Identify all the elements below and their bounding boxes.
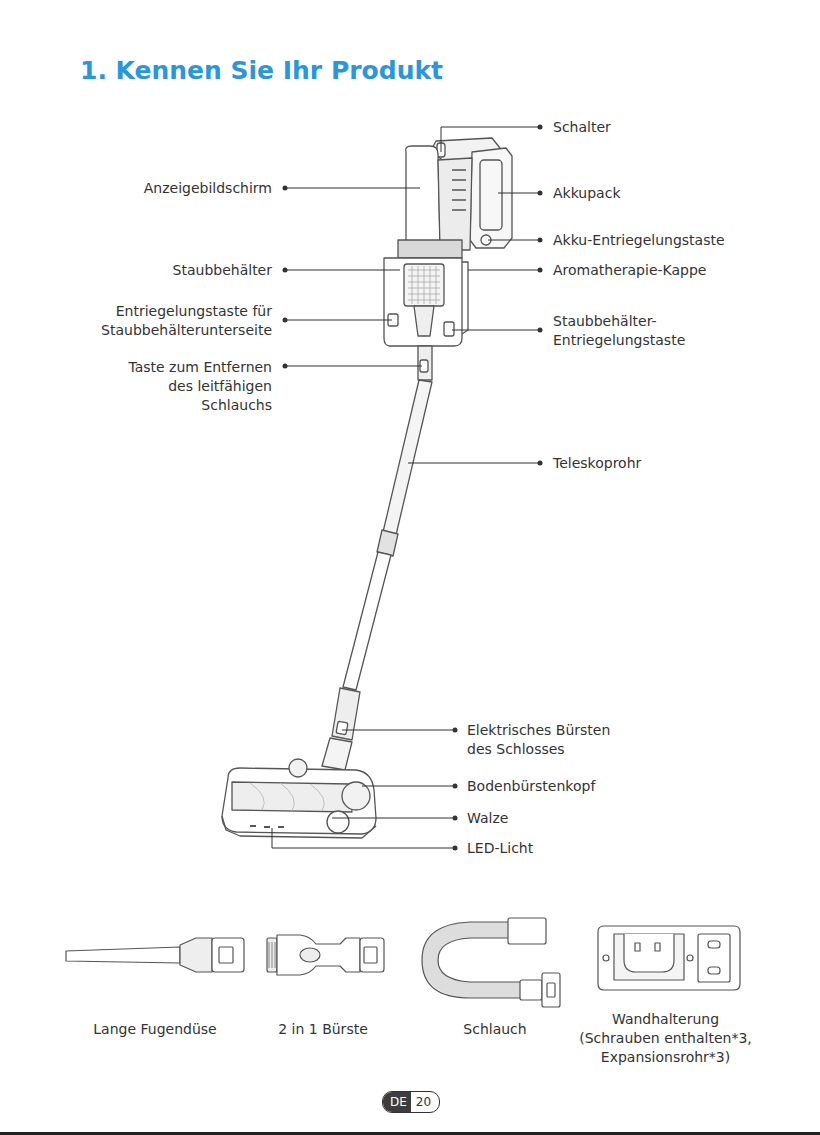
roller [232, 782, 352, 812]
bin-filter [404, 264, 444, 306]
part-label: Staubbehälter- Entriegelungstaste [553, 312, 718, 350]
brush-front [222, 816, 376, 838]
accessory-caption: 2 in 1 Bürste [223, 1020, 423, 1039]
part-label: Elektrisches Bürsten des Schlosses [467, 721, 627, 759]
page-number-badge: DE20 [382, 1091, 440, 1113]
part-label: Bodenbürstenkopf [467, 777, 727, 796]
upper-tube [383, 380, 432, 535]
lower-tube [343, 552, 391, 690]
crevice-tool [66, 938, 244, 972]
page-number: 20 [411, 1092, 439, 1112]
bin-release-button [444, 322, 454, 336]
brush-tool [267, 935, 384, 975]
part-label: Staubbehälter [100, 261, 272, 280]
accessory-caption: Schlauch [395, 1020, 595, 1039]
leader-lines [272, 127, 540, 848]
part-label: Akkupack [553, 184, 813, 203]
motor-body [438, 158, 472, 250]
vent-lines [452, 170, 466, 210]
brush-joint [322, 738, 352, 770]
bottom-rule [0, 1132, 820, 1135]
floor-brush [222, 768, 376, 834]
part-label: Anzeigebildschirm [100, 179, 272, 198]
accessory-caption: Wandhalterung (Schrauben enthalten*3, Ex… [573, 1010, 758, 1067]
part-label: Aromatherapie-Kappe [553, 261, 813, 280]
part-label: Taste zum Entfernen des leitfähigen Schl… [107, 358, 272, 415]
led [250, 826, 284, 827]
display [406, 146, 440, 248]
dust-bin [384, 258, 462, 346]
language-code: DE [383, 1092, 411, 1112]
cyclone [414, 306, 434, 336]
part-label: Akku-Entriegelungstaste [553, 231, 813, 250]
battery [470, 148, 512, 248]
roller-cap [327, 811, 349, 833]
page-title: 1. Kennen Sie Ihr Produkt [80, 56, 443, 85]
brush-lock [332, 688, 360, 740]
lock-button [336, 721, 348, 735]
battery-panel [480, 160, 502, 230]
wheel [289, 759, 307, 777]
part-label: LED-Licht [467, 839, 727, 858]
accessory-caption: Lange Fugendüse [55, 1020, 255, 1039]
part-label: Entriegelungstaste für Staubbehälterunte… [72, 302, 272, 340]
part-label: Schalter [553, 118, 813, 137]
neck [418, 346, 432, 380]
part-label: Teleskoprohr [553, 454, 813, 473]
hose [422, 918, 560, 1007]
bin-ring [398, 240, 462, 258]
wall-mount [598, 926, 740, 990]
part-label: Walze [467, 809, 727, 828]
aroma-cap [462, 262, 468, 334]
